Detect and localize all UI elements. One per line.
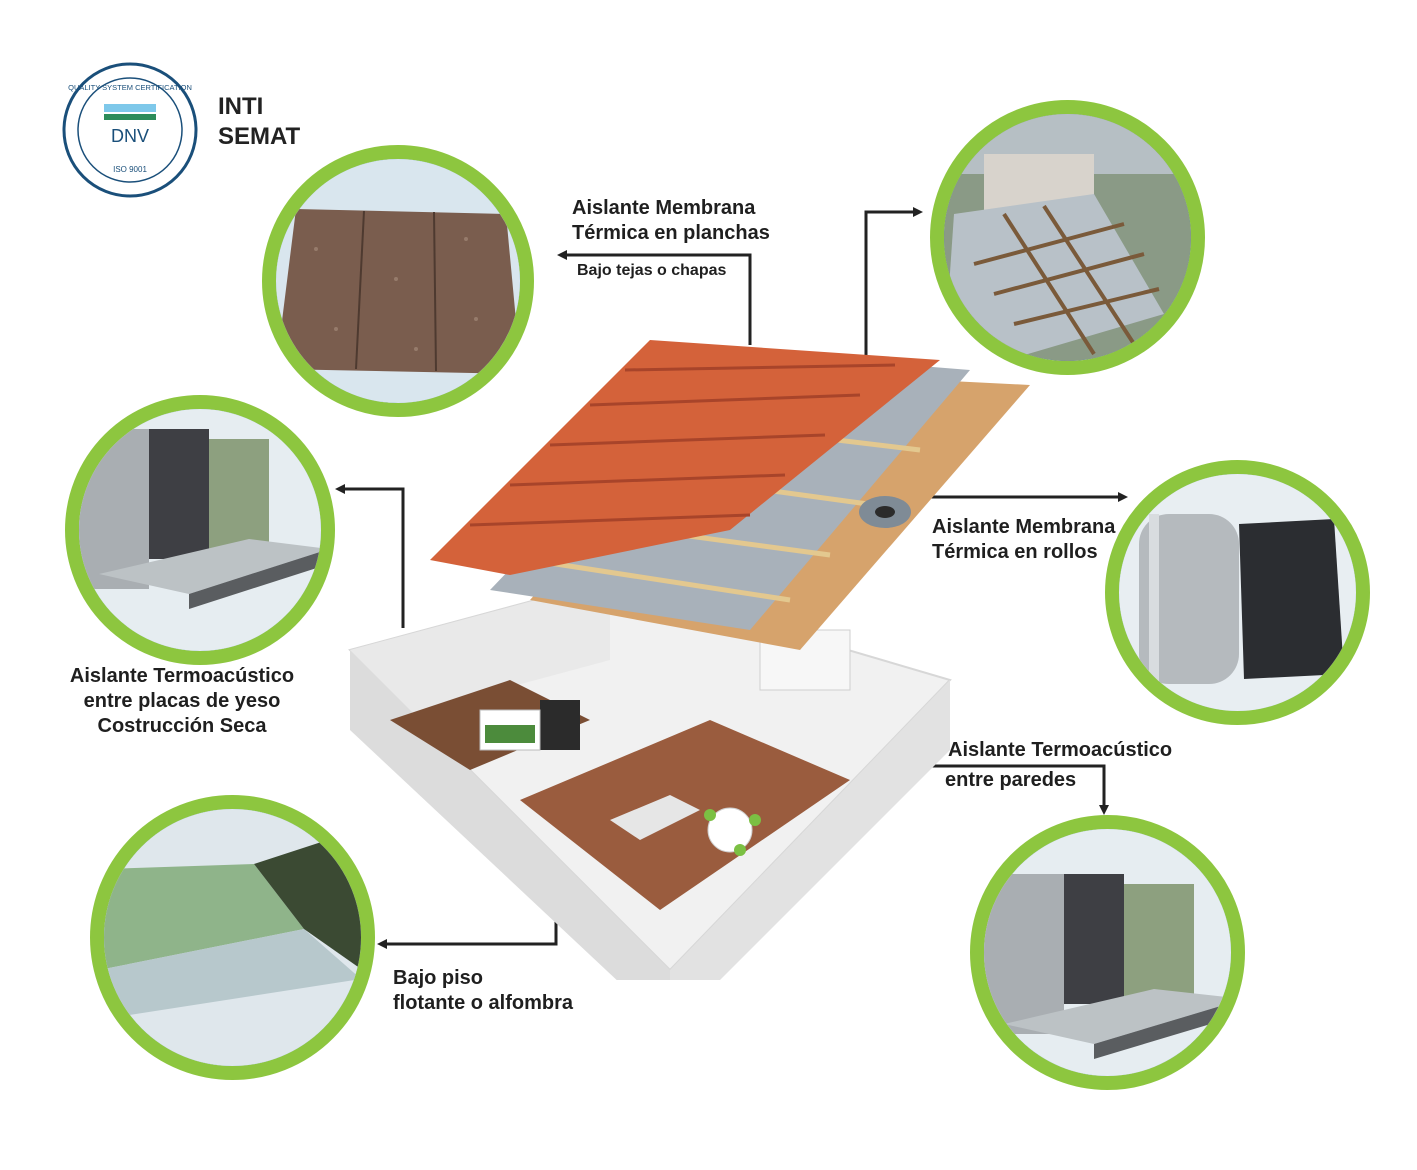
arrow-techo bbox=[864, 207, 923, 355]
label-membrana-rollos: Aislante Membrana Térmica en rollos bbox=[932, 515, 1115, 565]
photo-insulation-plasterboard bbox=[65, 395, 335, 665]
label-termo-yeso: Aislante Termoacústico entre placas de y… bbox=[52, 664, 312, 739]
label-termo-yeso-line-3: Costrucción Seca bbox=[97, 715, 267, 737]
label-membrana-planchas-line-1: Aislante Membrana bbox=[572, 197, 756, 219]
label-membrana-planchas: Aislante Membrana Térmica en planchas bbox=[572, 196, 770, 246]
label-membrana-planchas-line-2: Térmica en planchas bbox=[572, 222, 770, 244]
house-cutaway-illustration bbox=[348, 340, 1030, 980]
photo-insulation-rolls bbox=[1105, 460, 1370, 725]
label-termo-yeso-line-1: Aislante Termoacústico bbox=[69, 665, 295, 687]
arrow-planchas bbox=[557, 250, 752, 345]
org-inti: INTI bbox=[218, 93, 264, 120]
label-termo-paredes-line-2: entre paredes bbox=[945, 769, 1077, 791]
label-membrana-rollos-line-1: Aislante Membrana bbox=[932, 516, 1116, 538]
org-semat: SEMAT bbox=[218, 123, 301, 150]
seal-ring-text: QUALITY SYSTEM CERTIFICATION bbox=[68, 83, 192, 92]
label-bajo-tejas: Bajo tejas o chapas bbox=[577, 262, 727, 279]
arrow-paredes bbox=[880, 764, 1109, 815]
seal-standard: ISO 9001 bbox=[113, 165, 147, 174]
dnv-certification-seal: QUALITY SYSTEM CERTIFICATION DNV ISO 900… bbox=[60, 60, 200, 200]
label-bajo-piso: Bajo piso flotante o alfombra bbox=[393, 966, 573, 1016]
label-bajo-piso-line-1: Bajo piso bbox=[393, 967, 484, 989]
arrow-yeso bbox=[335, 484, 405, 628]
certifier-names: INTI SEMAT bbox=[218, 92, 300, 152]
label-termo-yeso-line-2: entre placas de yeso bbox=[83, 690, 281, 712]
seal-brand: DNV bbox=[111, 126, 149, 146]
label-termo-paredes-line-1: Aislante Termoacústico bbox=[948, 739, 1173, 761]
label-bajo-piso-line-2: flotante o alfombra bbox=[393, 992, 574, 1014]
photo-underfloor bbox=[90, 795, 375, 1080]
label-membrana-rollos-line-2: Térmica en rollos bbox=[932, 541, 1098, 563]
photo-membrane-sheets bbox=[262, 145, 534, 417]
